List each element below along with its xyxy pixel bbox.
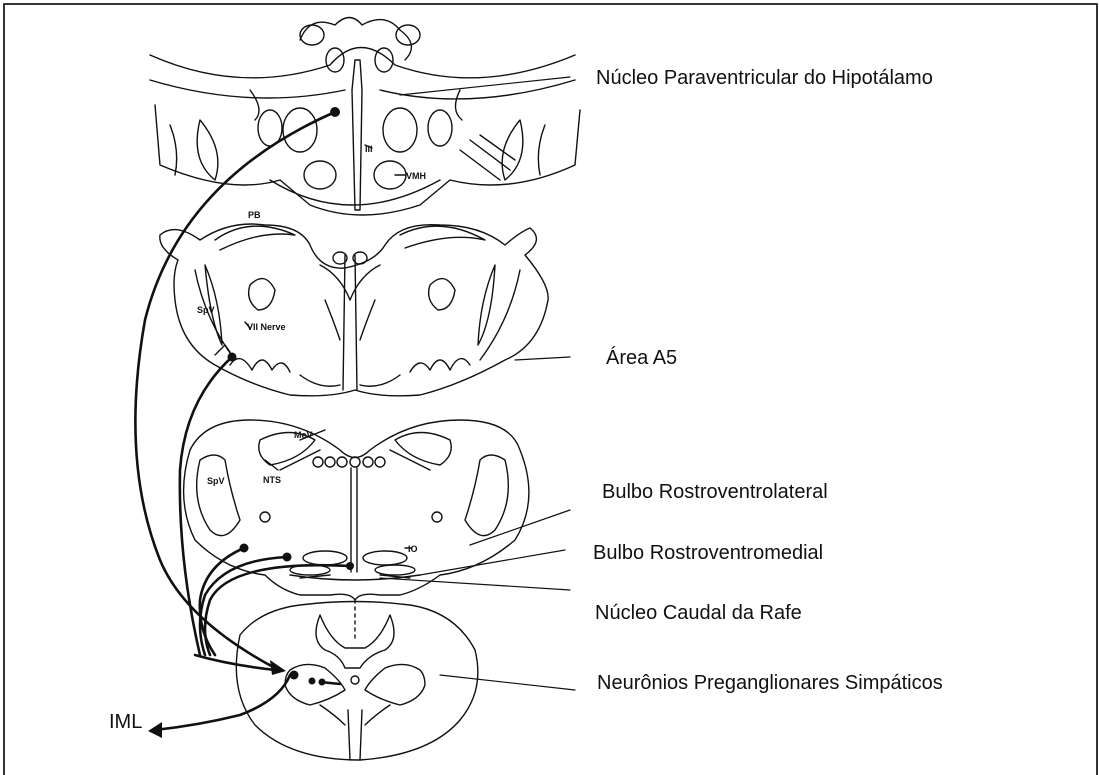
leader-paraventricular: [400, 77, 570, 95]
leader-raphe: [380, 578, 570, 590]
leader-a5: [515, 357, 570, 360]
label-rostroventrolateral: Bulbo Rostroventrolateral: [602, 481, 828, 504]
leader-preganglionic: [440, 675, 575, 690]
label-MeV: MeV: [294, 430, 313, 440]
leader-rvm: [420, 550, 565, 575]
hypothalamus-section: [150, 18, 580, 216]
label-NTS: NTS: [263, 475, 281, 485]
medulla-section: [184, 420, 529, 600]
arrowheads: [148, 660, 286, 738]
label-SpV-pons: SpV: [197, 305, 215, 315]
label-PB: PB: [248, 210, 261, 220]
figure-frame: [4, 4, 1097, 775]
label-paraventricular: Núcleo Paraventricular do Hipotálamo: [596, 67, 933, 90]
label-SpV-medulla: SpV: [207, 476, 225, 486]
label-preganglionic-neurons: Neurônios Preganglionares Simpáticos: [597, 672, 943, 695]
label-area-a5: Área A5: [606, 347, 677, 370]
label-caudal-raphe: Núcleo Caudal da Rafe: [595, 602, 802, 625]
label-rostroventromedial: Bulbo Rostroventromedial: [593, 542, 823, 565]
label-iml: IML: [109, 711, 142, 734]
spinal-cord-section: [236, 600, 478, 760]
leader-rvl: [470, 510, 570, 545]
label-III: III: [365, 144, 373, 154]
pathway-dots: [228, 107, 355, 686]
projection-pathways: [135, 112, 350, 730]
label-IO: IO: [408, 544, 418, 554]
label-VMH: VMH: [406, 171, 426, 181]
label-VII-nerve: VII Nerve: [247, 322, 286, 332]
leader-lines: [380, 77, 575, 690]
